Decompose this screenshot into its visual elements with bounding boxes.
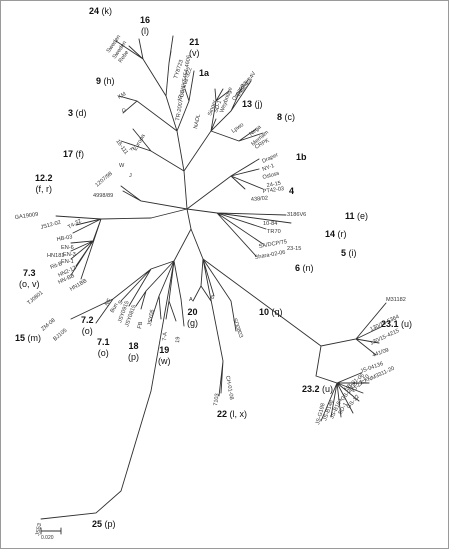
clade-label-7-2: 7.2(o) (81, 315, 94, 336)
clade-label-18: 18(p) (128, 341, 139, 362)
clade-label-4: 4 (289, 186, 295, 196)
leaf-label: SD0803 (231, 318, 244, 339)
tree-backbone (150, 170, 218, 262)
clade-label-6: 6 (n) (295, 263, 314, 273)
leaf-label: 6 (211, 295, 214, 301)
branches-left (55, 185, 188, 280)
leaf-label: SD-1 (338, 402, 350, 416)
clade-label-1a: 1a (199, 68, 210, 78)
branches-upper-left (115, 35, 195, 172)
clade-label-7-3: 7.3(o, v) (19, 268, 40, 289)
leaf-label: Shara-02-06 (254, 250, 286, 261)
leaf-label: JS53 (35, 523, 43, 537)
clade-label-23-2: 23.2 (u) (302, 384, 334, 394)
leaf-label: FB (137, 321, 144, 329)
clade-label-24: 24 (k) (89, 6, 113, 16)
leaf-label: 441/09 (372, 347, 390, 358)
leaf-label: M31182 (386, 297, 406, 303)
clade-label-14: 14 (r) (325, 229, 347, 239)
clade-label-20: 20(g) (187, 307, 198, 328)
leaf-label: NY-1 (262, 163, 276, 173)
leaf-label: CH-01-08 (224, 375, 234, 400)
clade-label-19: 19(w) (158, 345, 171, 366)
leaf-label: ZM-08 (40, 318, 56, 333)
scale-bar-label: 0.020 (41, 535, 54, 541)
clade-label-15: 15 (m) (15, 333, 42, 343)
leaf-label: BJ105 (52, 328, 68, 343)
leaf-label: EN-6 (61, 245, 74, 251)
leaf-label: HN1BB (69, 278, 88, 293)
leaf-label: NF (104, 297, 114, 307)
leaf-label: NADL (193, 114, 202, 130)
leaf-label: 7103 (213, 393, 221, 406)
clade-label-10: 10 (q) (259, 307, 283, 317)
leaf-label: A (189, 297, 193, 303)
leaf-label: 7-A (162, 332, 169, 341)
clade-label-25: 25 (p) (92, 519, 116, 529)
clade-label-5: 5 (i) (341, 248, 357, 258)
scale-bar (40, 527, 62, 535)
leaf-label: 19 (175, 336, 182, 343)
clade-label-23-1: 23.1 (u) (381, 319, 413, 329)
leaf-label: SA/DCP/75 (258, 239, 287, 250)
leaf-label: 10-84 (263, 221, 277, 227)
clade-label-17: 17 (f) (63, 149, 85, 159)
leaf-label: F (127, 147, 134, 154)
clade-label-11: 11 (e) (345, 211, 369, 221)
leaf-label: 3186V6 (287, 212, 306, 218)
leaf-label: W (119, 163, 125, 169)
leaf-label: 23-15 (287, 246, 301, 252)
clade-label-1b: 1b (296, 152, 307, 162)
branch-clade25 (40, 260, 175, 520)
leaf-label: TR70 (267, 229, 281, 235)
leaf-label: Lpwo (231, 122, 245, 135)
leaf-label: EN-3 (63, 252, 76, 258)
clade-label-7-1: 7.1(o) (97, 337, 110, 358)
leaf-label: GA19009 (14, 212, 38, 221)
leaf-label: Osloss (262, 171, 280, 181)
branches-lower-left (70, 260, 185, 327)
leaf-label: JS-G198 (315, 403, 327, 426)
clade-label-13: 13 (j) (242, 99, 263, 109)
clade-label-21: 21(v) (189, 37, 200, 58)
leaf-label: KM (117, 91, 128, 101)
leaf-label: HB-03 (56, 234, 73, 243)
leaf-label: S (118, 300, 125, 306)
leaf-label: G (121, 107, 128, 114)
leaf-label: 16-111 (114, 139, 128, 156)
branches-clade23 (202, 258, 387, 422)
leaf-label: 1207/98 (94, 171, 113, 189)
clade-label-22: 22 (l, x) (217, 409, 248, 419)
leaf-label: JSY06 (147, 309, 156, 326)
leaf-label: J (129, 173, 132, 179)
leaf-label: HN181 (47, 253, 64, 259)
leaf-label: SD-1 (213, 100, 223, 114)
leaf-label: 438/02 (251, 196, 269, 203)
clade-label-9: 9 (h) (96, 76, 115, 86)
leaf-label: EN-1 (61, 259, 74, 265)
leaf-label: 4998/89 (93, 193, 113, 199)
leaf-label: C24V (245, 71, 257, 86)
leaf-label: Singer (207, 99, 218, 116)
clade-label-12-2: 12.2(f, r) (35, 173, 53, 194)
leaf-label: Bun (110, 302, 120, 314)
leaf-label: 24-15 (266, 181, 281, 189)
leaf-label: TY8723 (173, 59, 185, 79)
branches-right (186, 158, 292, 257)
leaf-label: PT42-03 (262, 186, 284, 195)
leaf-label: Rit-B (50, 261, 64, 271)
leaf-label: JS12-02 (40, 220, 62, 231)
leaf-label: Draper (261, 152, 279, 165)
branches-lower-middle (192, 258, 237, 397)
leaf-label: TJ0801 (26, 290, 44, 307)
clade-label-8: 8 (c) (277, 112, 296, 122)
branches-upper-right (183, 80, 264, 172)
clade-label-3: 3 (d) (68, 108, 87, 118)
clade-label-16: 16(l) (140, 15, 151, 36)
